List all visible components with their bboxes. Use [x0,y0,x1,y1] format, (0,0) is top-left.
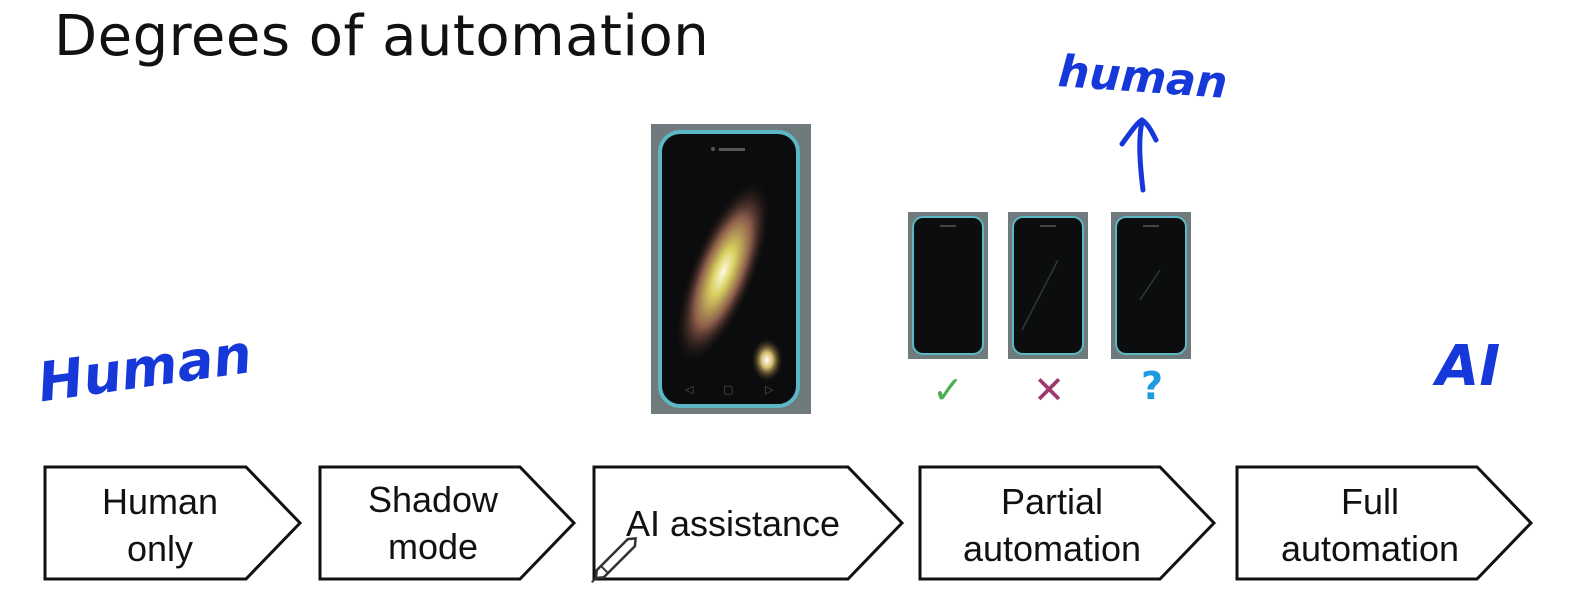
handwritten-up-arrow [1119,117,1159,193]
cross-icon: ✕ [1033,368,1065,412]
handwritten-human-label: Human [34,322,256,415]
phone-xray-image: ◁ ▢ ▷ [651,124,811,414]
svg-text:◁: ◁ [685,383,694,396]
stage-label-full-automation: Full automation [1280,481,1460,569]
stage-label-shadow-mode: Shadow mode [367,479,499,567]
handwritten-human-annotation: human [1056,46,1230,109]
slide-title: Degrees of automation [54,4,710,69]
stage-label-partial-automation: Partial automation [962,481,1142,569]
svg-text:▷: ▷ [765,383,774,396]
question-icon: ? [1140,364,1164,408]
phone-thumbnail-2 [1008,212,1088,359]
phone-thumbnail-3 [1111,212,1191,359]
svg-text:▢: ▢ [723,383,733,396]
handwritten-ai-label: AI [1436,334,1501,399]
check-icon: ✓ [932,368,964,412]
stage-label-ai-assistance: AI assistance [625,503,841,544]
stage-label-human-only: Human only [101,481,219,569]
phone-thumbnail-1 [908,212,988,359]
